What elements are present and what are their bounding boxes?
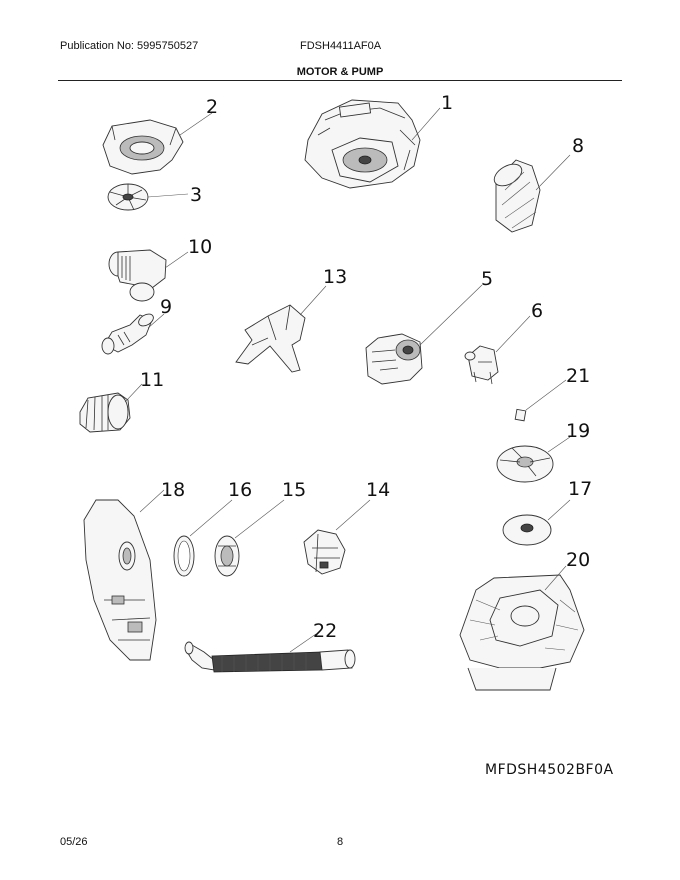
part-1-motor: 1 <box>304 92 453 189</box>
label-2: 2 <box>206 96 218 118</box>
label-11: 11 <box>140 369 164 391</box>
label-22: 22 <box>313 620 337 642</box>
part-8-filter-screen: 8 <box>493 135 584 233</box>
label-3: 3 <box>190 184 202 206</box>
part-5-drain-pump: 5 <box>365 268 493 385</box>
part-2-pump-housing: 2 <box>102 96 218 175</box>
part-22-drain-hose: 22 <box>184 620 356 673</box>
part-6-valve: 6 <box>464 300 543 385</box>
publication-number: Publication No: 5995750527 <box>60 40 199 52</box>
label-10: 10 <box>188 236 212 258</box>
part-14-sensor: 14 <box>303 479 390 575</box>
label-17: 17 <box>568 478 592 500</box>
part-13-bracket: 13 <box>235 266 347 373</box>
part-10-sump-housing: 10 <box>108 236 212 302</box>
part-16-o-ring: 16 <box>173 479 252 577</box>
label-8: 8 <box>572 135 584 157</box>
page-number: 8 <box>337 836 344 848</box>
part-18-side-housing: 18 <box>83 479 185 661</box>
part-20-base: 20 <box>459 549 590 691</box>
part-9-hose-elbow: 9 <box>101 296 172 355</box>
part-15-seal: 15 <box>214 479 306 577</box>
footer-date: 05/26 <box>60 836 88 848</box>
part-17-gasket: 17 <box>502 478 592 546</box>
label-14: 14 <box>366 479 390 501</box>
section-title: MOTOR & PUMP <box>296 66 384 78</box>
label-19: 19 <box>566 420 590 442</box>
part-3-impeller: 3 <box>107 183 202 211</box>
label-9: 9 <box>160 296 172 318</box>
label-20: 20 <box>566 549 590 571</box>
label-5: 5 <box>481 268 493 290</box>
label-15: 15 <box>282 479 306 501</box>
label-6: 6 <box>531 300 543 322</box>
label-1: 1 <box>441 92 453 114</box>
model-number: FDSH4411AF0A <box>300 40 382 52</box>
label-16: 16 <box>228 479 252 501</box>
label-21: 21 <box>566 365 590 387</box>
part-11-bellows: 11 <box>79 369 164 433</box>
diagram-id: MFDSH4502BF0A <box>485 762 614 778</box>
label-13: 13 <box>323 266 347 288</box>
label-18: 18 <box>161 479 185 501</box>
part-19-disc: 19 <box>496 420 590 483</box>
header-rule <box>58 80 622 81</box>
part-21-clip: 21 <box>514 365 590 422</box>
